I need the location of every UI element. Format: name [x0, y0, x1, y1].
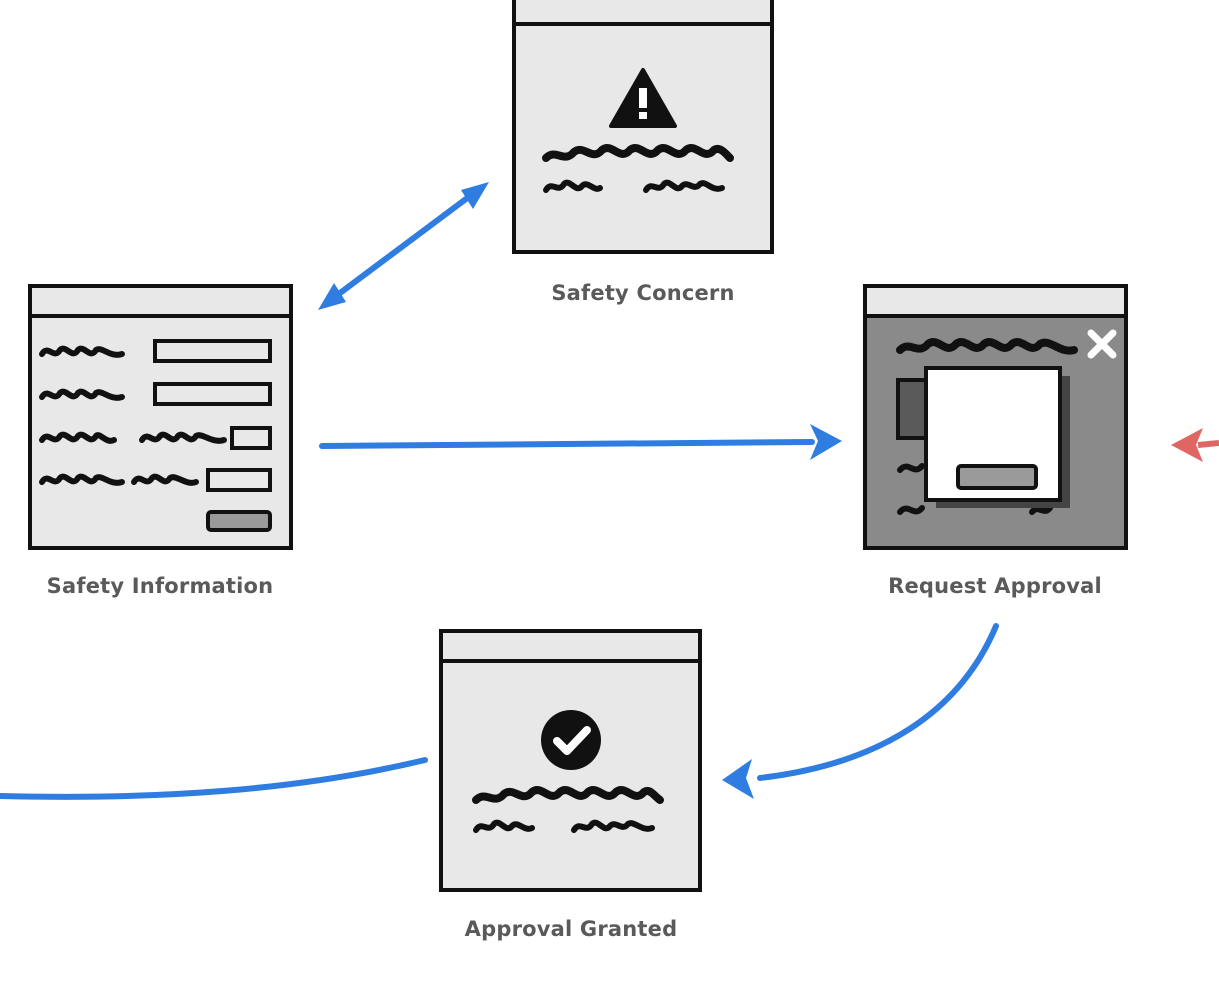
- form-row-1: [39, 339, 272, 363]
- screen-request-approval[interactable]: [863, 284, 1128, 550]
- scribble-text: [472, 786, 664, 833]
- check-circle-icon: [541, 710, 601, 770]
- label-request-approval: Request Approval: [888, 574, 1102, 598]
- close-icon[interactable]: [1087, 329, 1117, 359]
- screen-approval-granted[interactable]: [439, 629, 702, 892]
- label-safety-information: Safety Information: [46, 574, 274, 598]
- connector-granted-offscreen: [0, 757, 428, 800]
- scribble-text: [542, 144, 734, 193]
- warning-icon: [609, 68, 677, 128]
- screen-safety-information[interactable]: [28, 284, 293, 550]
- screen-safety-concern[interactable]: [512, 0, 774, 254]
- modal-button: [956, 464, 1038, 490]
- incoming-arrow-red: [1171, 428, 1219, 462]
- form-row-3: [39, 426, 272, 450]
- connector-request-granted: [722, 623, 999, 799]
- form-row-4: [39, 468, 272, 492]
- label-safety-concern: Safety Concern: [551, 281, 735, 305]
- label-approval-granted: Approval Granted: [464, 917, 678, 941]
- connector-info-request: [319, 424, 842, 460]
- form-row-2: [39, 382, 272, 406]
- form-submit-button: [206, 510, 272, 532]
- connector-info-concern: [318, 182, 489, 310]
